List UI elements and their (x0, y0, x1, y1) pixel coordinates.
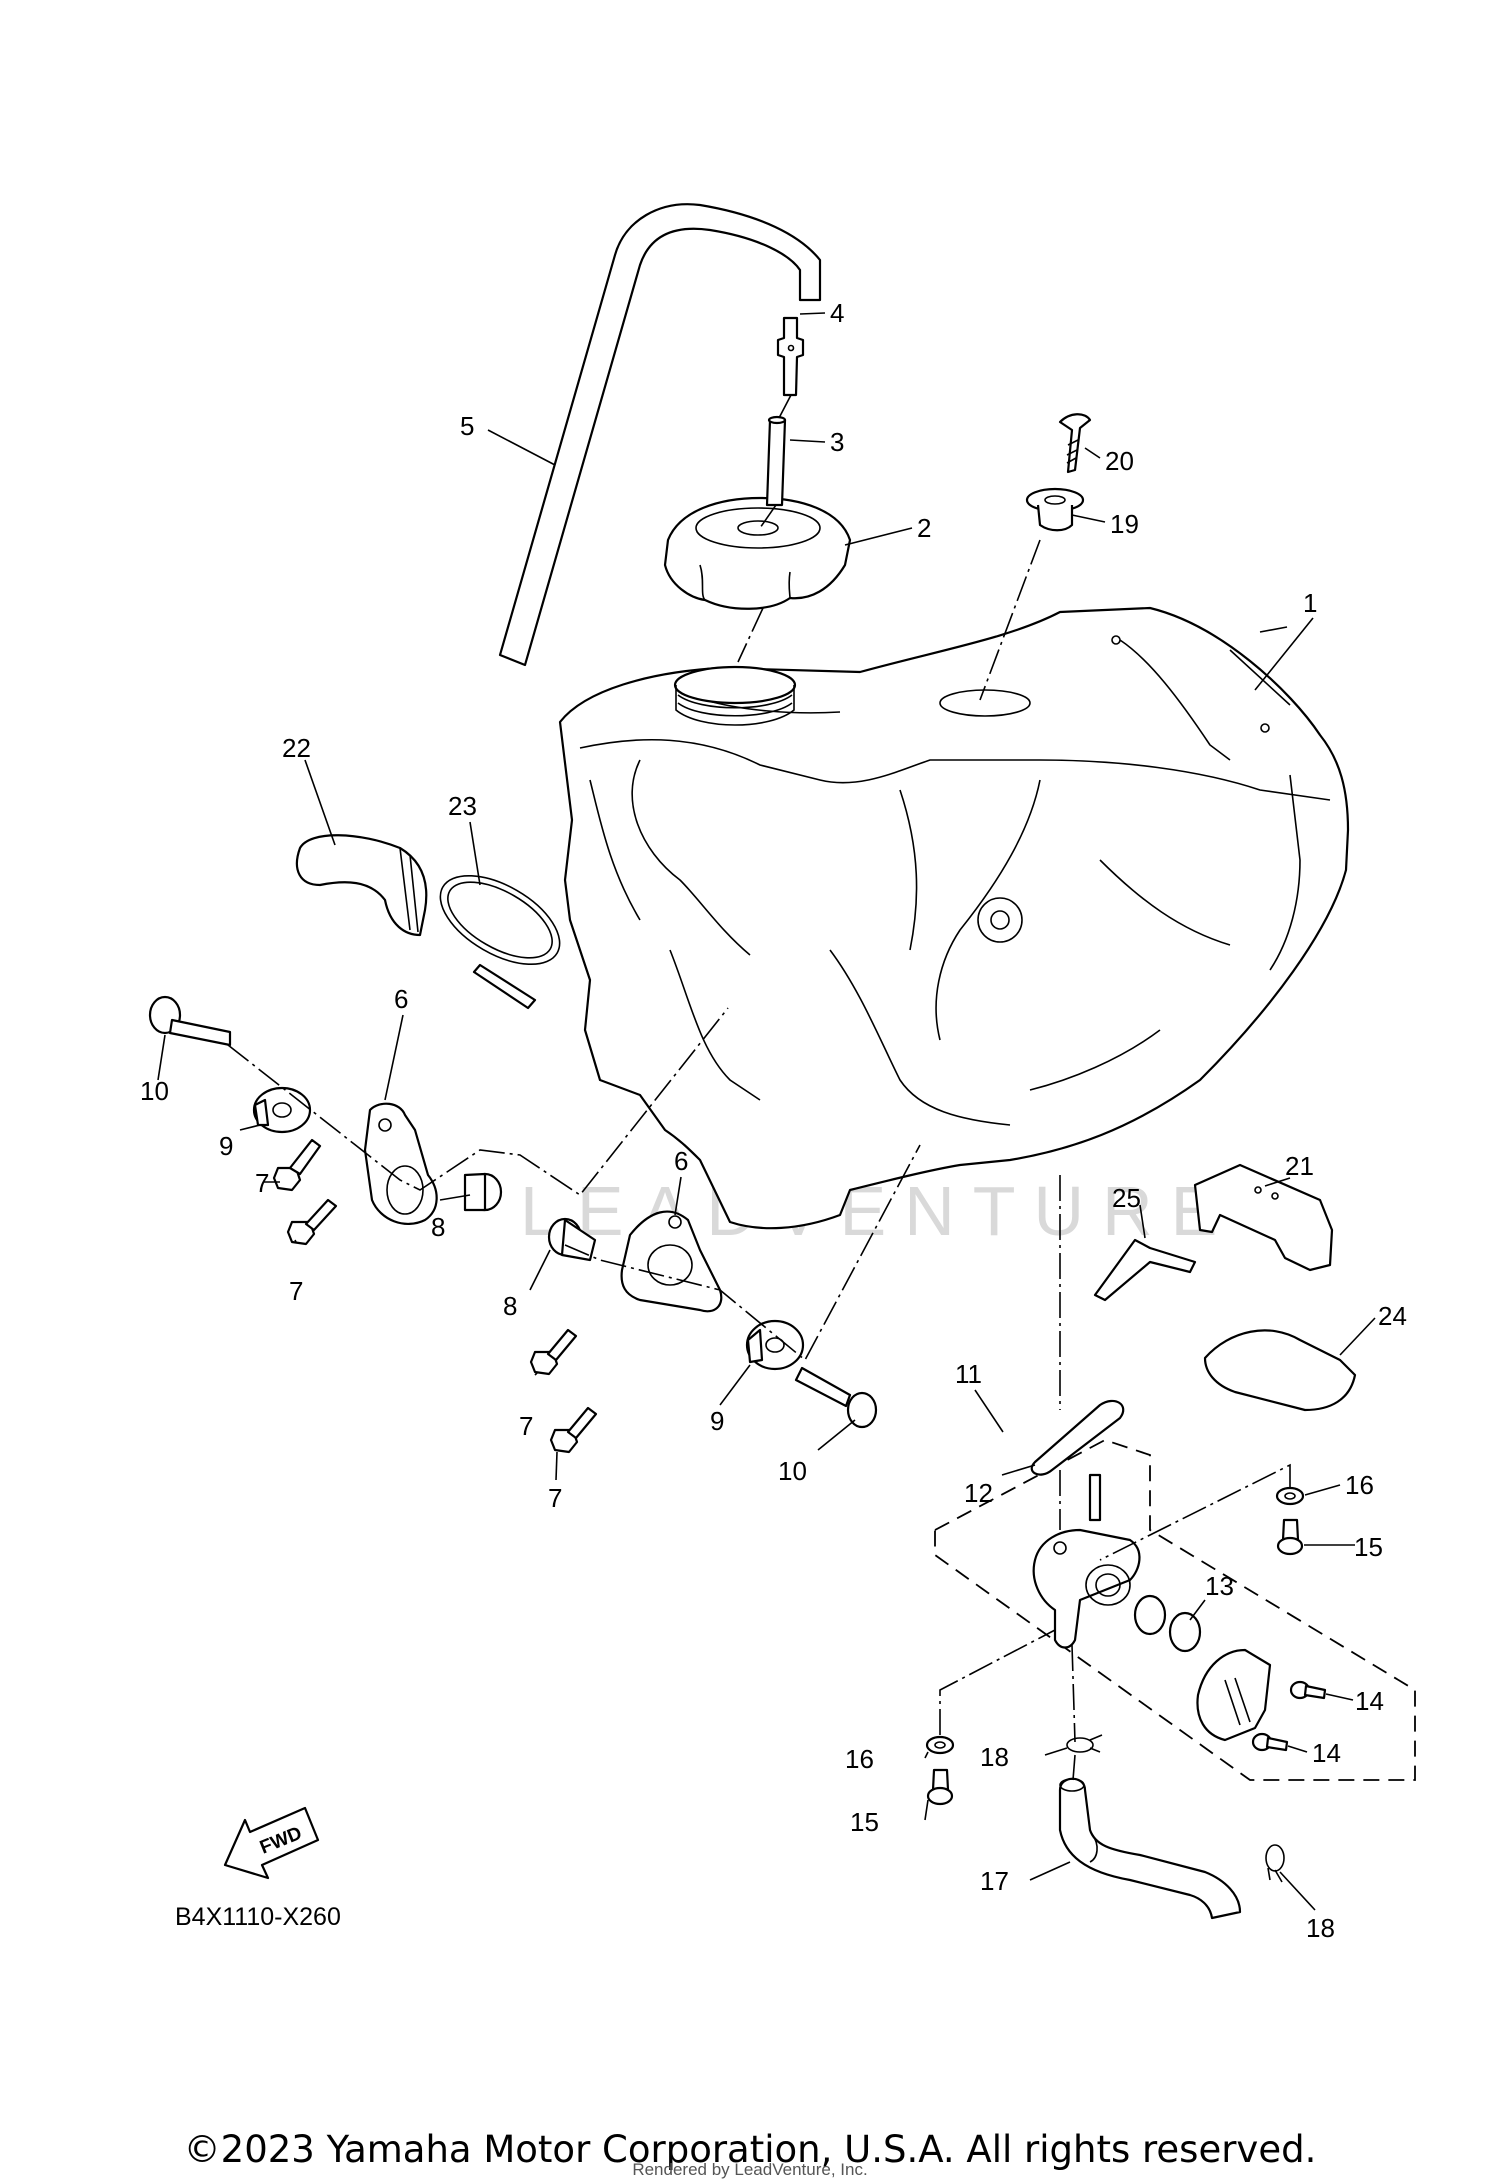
callout-25: 25 (1112, 1183, 1141, 1213)
collar-8-right[interactable] (547, 1217, 597, 1262)
callout-1: 1 (1303, 588, 1317, 618)
damper-9-left[interactable] (252, 1086, 312, 1134)
callout-8a: 8 (431, 1212, 445, 1242)
callout-7b: 7 (289, 1276, 303, 1306)
screw-15-right[interactable] (1276, 1518, 1304, 1556)
callout-18b: 18 (1306, 1913, 1335, 1943)
diagram-code: B4X1110-X260 (175, 1903, 341, 1931)
bolt-10-left[interactable] (148, 995, 232, 1047)
callout-6b: 6 (674, 1146, 688, 1176)
fuel-hose-17[interactable] (1058, 1777, 1242, 1920)
clip-18-lower[interactable] (1265, 1844, 1285, 1883)
callout-8b: 8 (503, 1291, 517, 1321)
callout-15a: 15 (850, 1807, 879, 1837)
screw-14-b[interactable] (1251, 1732, 1289, 1752)
callout-11: 11 (955, 1359, 982, 1389)
callout-21: 21 (1285, 1151, 1314, 1181)
breather-hose[interactable] (498, 203, 822, 667)
callout-7d: 7 (548, 1483, 562, 1513)
collar-8-left[interactable] (463, 1172, 503, 1212)
damper-collar[interactable] (1025, 487, 1085, 532)
callout-19: 19 (1110, 509, 1139, 539)
fuel-cock[interactable] (1032, 1473, 1141, 1649)
bolt-7-b[interactable] (286, 1198, 338, 1246)
washer-16-left[interactable] (925, 1735, 955, 1755)
screw-15-left[interactable] (926, 1768, 954, 1806)
fuel-guard[interactable] (1203, 1329, 1357, 1412)
callout-2: 2 (917, 513, 931, 543)
mounting-screw[interactable] (1058, 413, 1092, 474)
gasket-12[interactable] (1030, 1399, 1125, 1476)
callout-16a: 16 (845, 1744, 874, 1774)
breather-tube-short[interactable] (765, 415, 787, 507)
fuel-cock-cover[interactable] (1193, 1163, 1334, 1272)
callout-7a: 7 (255, 1168, 269, 1198)
fwd-arrow-icon: FWD (223, 1806, 320, 1880)
callout-7c: 7 (519, 1411, 533, 1441)
callout-12: 12 (964, 1478, 993, 1508)
callout-14a: 14 (1355, 1686, 1384, 1716)
callout-14b: 14 (1312, 1738, 1341, 1768)
fuel-cap[interactable] (663, 496, 852, 610)
hose-band[interactable] (426, 858, 574, 1010)
callout-10b: 10 (778, 1456, 807, 1486)
callout-10a: 10 (140, 1076, 169, 1106)
callout-24: 24 (1378, 1301, 1407, 1331)
o-ring-13[interactable] (1168, 1611, 1202, 1653)
fuel-tank[interactable] (558, 606, 1350, 1230)
callout-6a: 6 (394, 984, 408, 1014)
fuel-cock-lever[interactable] (1196, 1648, 1272, 1742)
mounting-bracket-left[interactable] (363, 1102, 438, 1225)
callout-9a: 9 (219, 1131, 233, 1161)
callout-4: 4 (830, 298, 844, 328)
callout-13: 13 (1205, 1571, 1234, 1601)
washer-16-right[interactable] (1275, 1486, 1305, 1506)
check-valve[interactable] (776, 316, 805, 397)
bolt-10-right[interactable] (794, 1366, 878, 1429)
bolt-7-c[interactable] (529, 1328, 578, 1376)
callout-20: 20 (1105, 446, 1134, 476)
damper-9-right[interactable] (745, 1319, 805, 1371)
callout-22: 22 (282, 733, 311, 763)
callout-23: 23 (448, 791, 477, 821)
callout-15b: 15 (1354, 1532, 1383, 1562)
callout-labels: 1 2 3 4 5 20 19 22 23 6 10 9 7 7 8 6 8 9… (140, 298, 1407, 1943)
callout-16b: 16 (1345, 1470, 1374, 1500)
clip-18-upper[interactable] (1066, 1734, 1103, 1753)
leader-lines (157, 312, 1376, 1911)
callout-17: 17 (980, 1866, 1009, 1896)
heat-protector[interactable] (295, 834, 428, 937)
o-ring-13-small[interactable] (1133, 1594, 1167, 1636)
callout-3: 3 (830, 427, 844, 457)
callout-18a: 18 (980, 1742, 1009, 1772)
mounting-bracket-right[interactable] (620, 1210, 723, 1313)
stay-plate[interactable] (1093, 1238, 1197, 1302)
screw-14-a[interactable] (1289, 1680, 1327, 1700)
callout-5: 5 (460, 411, 474, 441)
fuel-cock-assembly-outline (934, 1439, 1416, 1781)
rendered-by-credit: Rendered by LeadVenture, Inc. (632, 2160, 868, 2179)
bolt-7-a[interactable] (272, 1138, 322, 1192)
callout-9b: 9 (710, 1406, 724, 1436)
copyright-notice: ©2023 Yamaha Motor Corporation, U.S.A. A… (183, 2128, 1317, 2171)
bolt-7-d[interactable] (549, 1406, 598, 1454)
